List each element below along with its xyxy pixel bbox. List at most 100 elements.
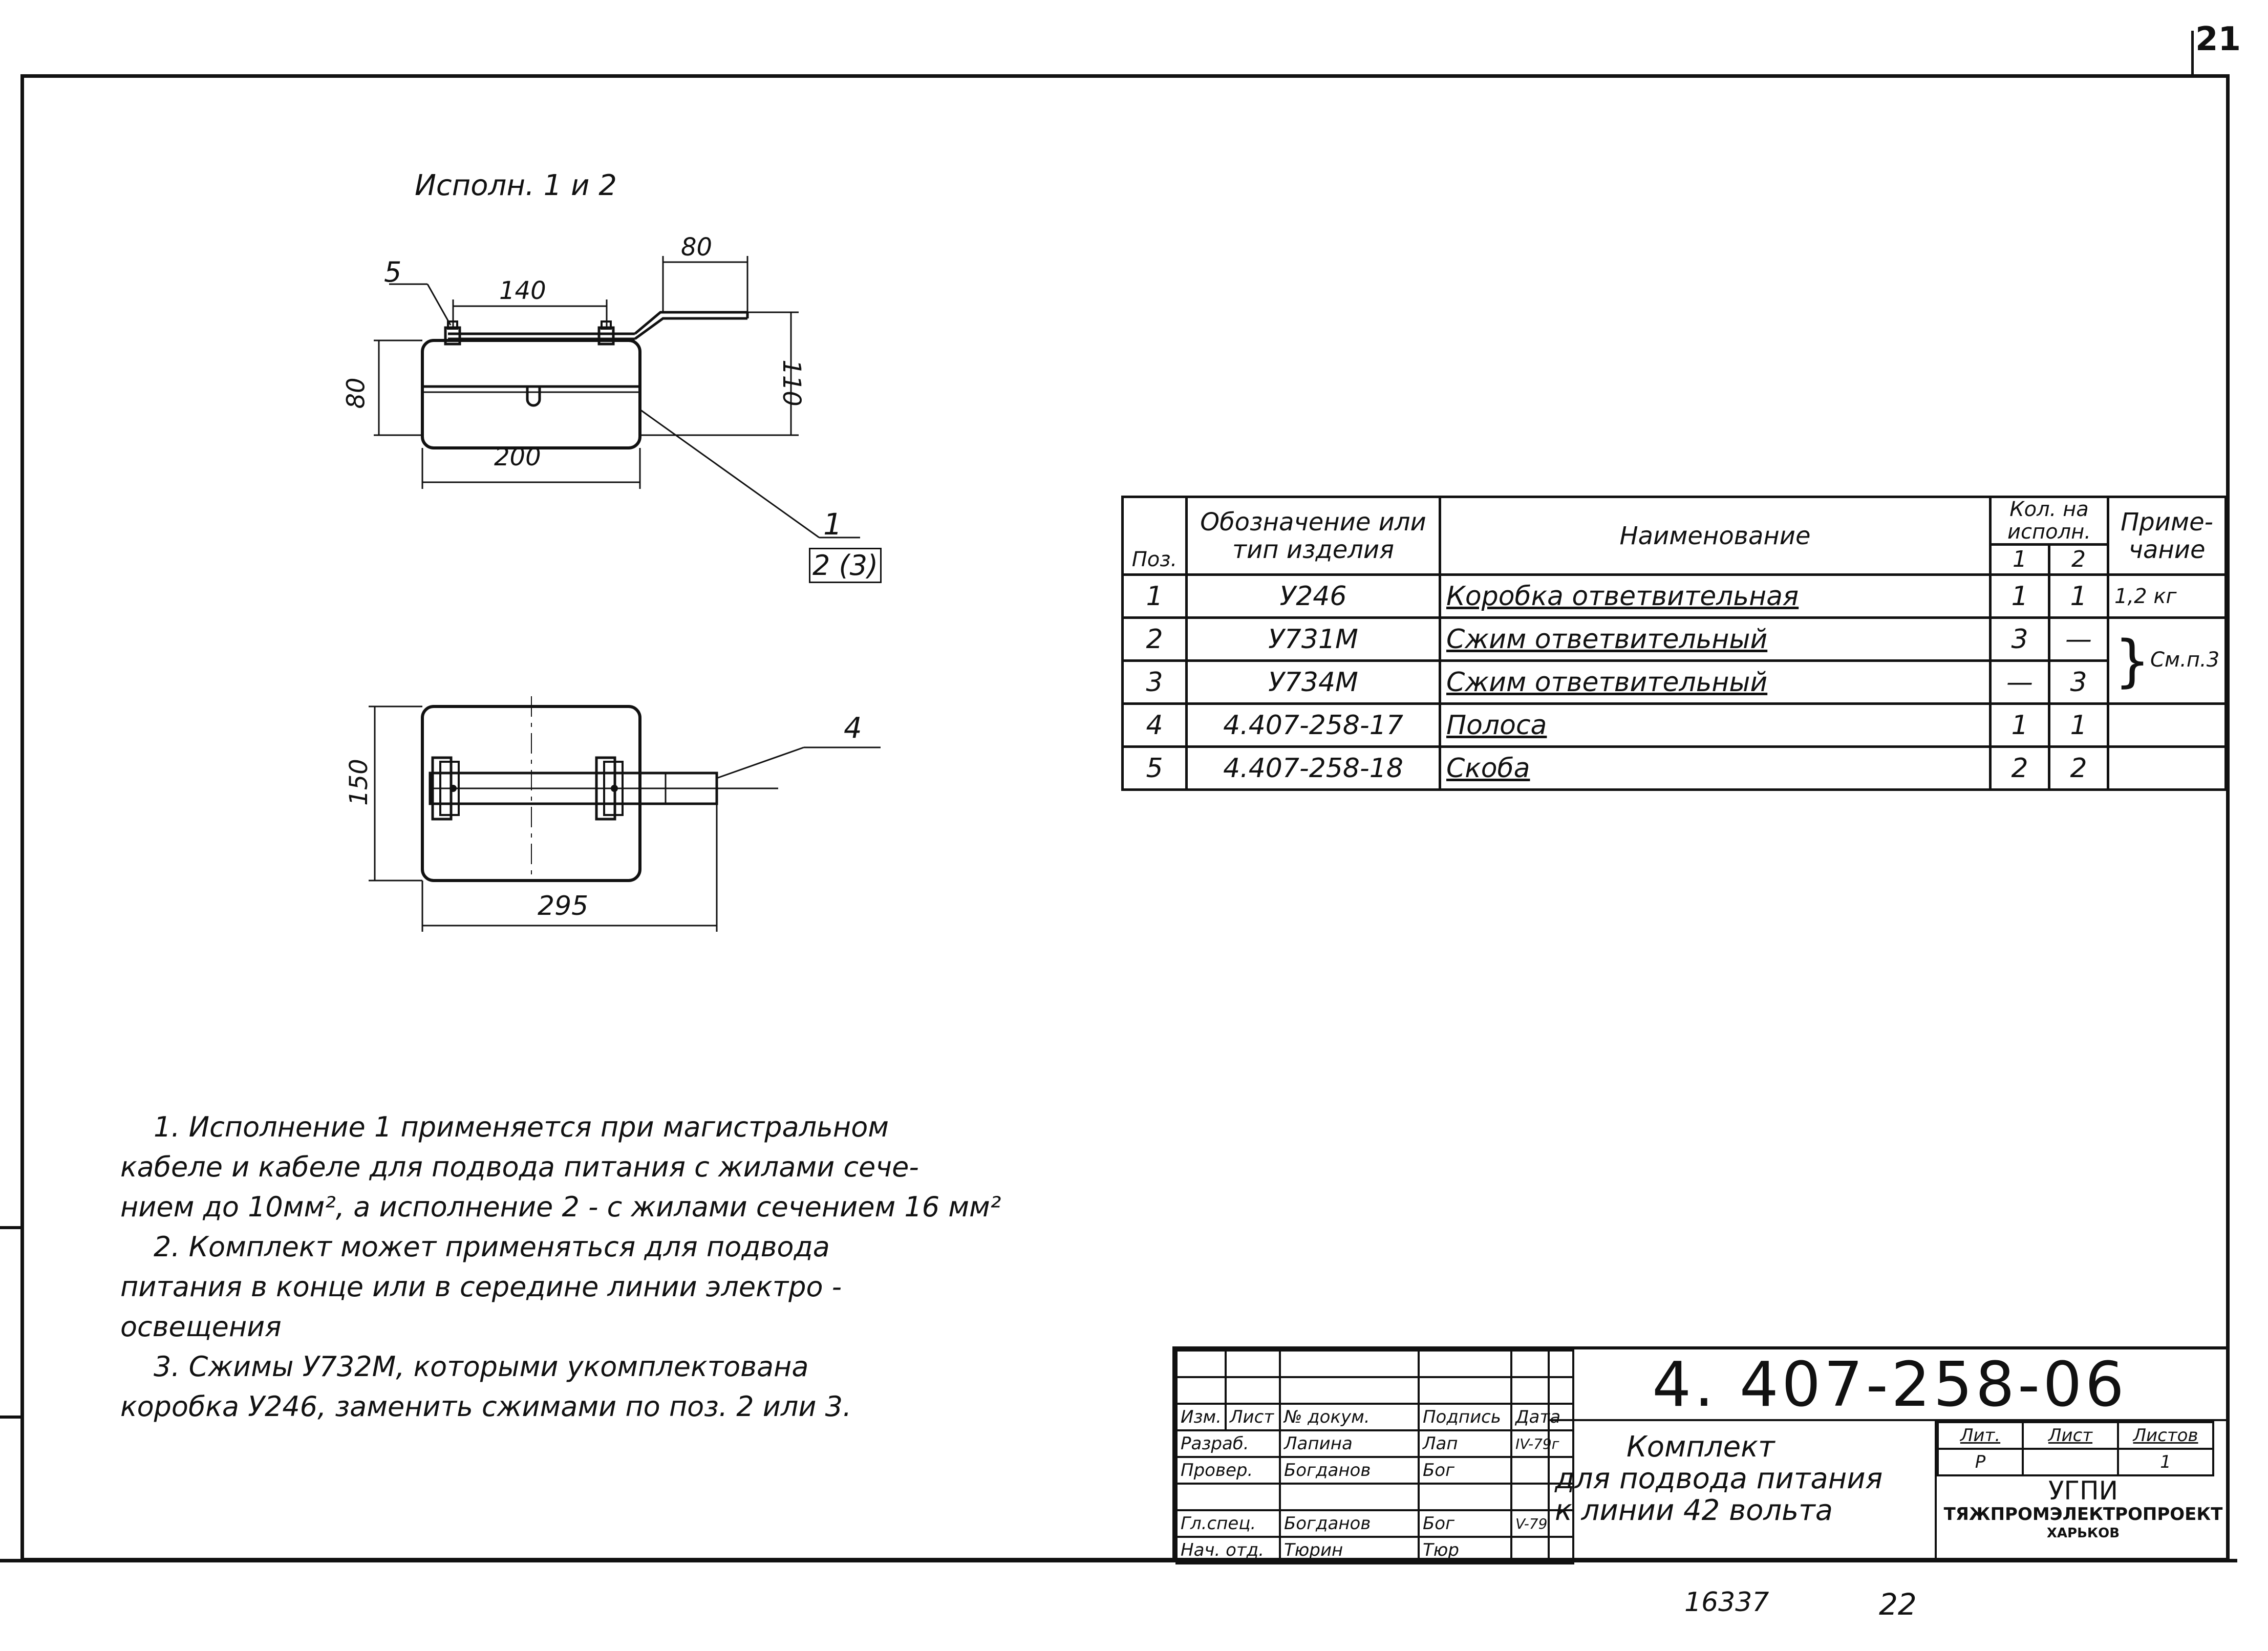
spec-designation: У734М (1185, 659, 1441, 705)
spec-name: Полоса (1439, 702, 1992, 748)
spec-designation: 4.407-258-17 (1185, 702, 1441, 748)
spec-header-qty-1: 1 (1989, 543, 2050, 576)
spec-header-pos: Поз. (1121, 496, 1188, 576)
tb-col-sign: Подпись (1417, 1403, 1512, 1431)
tb-col-doc: № докум. (1278, 1403, 1420, 1431)
dim-140-label: 140 (499, 276, 546, 305)
leader-5 (426, 284, 452, 326)
page-number-bar (2191, 31, 2194, 74)
doc-number: 4. 407-258-06 (1548, 1349, 2230, 1421)
table-row: 4 4.407-258-17 Полоса 1 1 (1121, 702, 2228, 748)
spec-qty-1: — (1989, 659, 2050, 705)
title-block: Изм. Лист № докум. Подпись Дата Разраб. … (1172, 1346, 2230, 1564)
plan-screw (611, 785, 618, 792)
tb-signature: Бог (1417, 1456, 1512, 1485)
spec-header-qty: Кол. на исполн. (1989, 496, 2109, 546)
spec-note: 1,2 кг (2106, 573, 2228, 619)
doc-title-line: Комплект (1627, 1430, 1775, 1464)
callout-4: 4 (844, 712, 862, 745)
spec-header-designation: Обозначение или тип изделия (1185, 496, 1441, 576)
note-line: 3. Сжимы У732М, которыми укомплектована (154, 1350, 809, 1383)
spec-name: Сжим ответвительный (1439, 616, 1992, 662)
dim-110-label: 110 (777, 359, 806, 406)
tb-lit-value: Р (1937, 1448, 2024, 1476)
leader-4 (716, 746, 804, 779)
tb-sheets-label: Листов (2117, 1421, 2214, 1450)
tb-role: Провер. (1175, 1456, 1281, 1485)
tb-signature (1417, 1483, 1512, 1511)
plan-screw (450, 785, 457, 792)
spec-pos: 3 (1121, 659, 1188, 705)
spec-qty-1: 2 (1989, 745, 2050, 791)
doc-title-line: к линии 42 вольта (1555, 1494, 1833, 1527)
note-line: 2. Комплект может применяться для подвод… (154, 1231, 830, 1263)
note-line: 1. Исполнение 1 применяется при магистра… (154, 1111, 889, 1143)
doc-title-line: для подвода питания (1555, 1462, 1883, 1495)
table-row: 1 У246 Коробка ответвительная 1 1 1,2 кг (1121, 573, 2228, 619)
spec-qty-2: 1 (2048, 702, 2109, 748)
table-row: 5 4.407-258-18 Скоба 2 2 (1121, 745, 2228, 791)
margin-tick (0, 1226, 20, 1229)
leader-1 (639, 409, 820, 539)
spec-name: Коробка ответвительная (1439, 573, 1992, 619)
spec-brace-note: }См.п.3 (2106, 616, 2228, 705)
tb-col-date: Дата (1510, 1403, 1574, 1431)
bottom-rule (0, 1559, 2237, 1562)
spec-qty-1: 1 (1989, 573, 2050, 619)
note-line: освещения (120, 1311, 282, 1343)
spec-pos: 4 (1121, 702, 1188, 748)
tb-person: Богданов (1278, 1456, 1420, 1485)
spec-qty-1: 1 (1989, 702, 2050, 748)
sheet-index: 22 (1879, 1587, 1917, 1622)
tb-sheet-label: Лист (2022, 1421, 2119, 1450)
note-line: питания в конце или в середине линии эле… (120, 1271, 842, 1303)
spec-qty-1: 3 (1989, 616, 2050, 662)
table-row: Разраб. Лапина Лап IV-79г (1175, 1429, 1574, 1458)
table-row: 3 У734М Сжим ответвительный — 3 (1121, 659, 2226, 705)
callout-2-3: 2 (3) (809, 548, 882, 583)
table-row: Гл.спец. Богданов Бог V-79 (1175, 1509, 1574, 1538)
page-number: 21 (2195, 20, 2241, 58)
tb-date (1510, 1456, 1574, 1485)
spec-pos: 1 (1121, 573, 1188, 619)
dim-295-label: 295 (538, 891, 589, 921)
note-line: нием до 10мм², а исполнение 2 - с жилами… (120, 1191, 1001, 1223)
note-line: кабеле и кабеле для подвода питания с жи… (120, 1151, 919, 1183)
spec-qty-2: — (2048, 616, 2109, 662)
title-block-sheet-info: Лит. Лист Листов Р 1 (1937, 1421, 2214, 1476)
org-city: ХАРЬКОВ (2046, 1526, 2120, 1541)
spec-table: Поз. Обозначение или тип изделия Наимено… (1121, 496, 2228, 791)
tb-role (1175, 1483, 1281, 1511)
spec-qty-2: 3 (2048, 659, 2109, 705)
spec-note (2106, 745, 2228, 791)
spec-header-qty-2: 2 (2048, 543, 2109, 576)
tb-person: Богданов (1278, 1509, 1420, 1538)
callout-1: 1 (823, 507, 842, 542)
title-block-signatures: Изм. Лист № докум. Подпись Дата Разраб. … (1175, 1349, 1574, 1564)
spec-name: Сжим ответвительный (1439, 659, 1992, 705)
spec-pos: 5 (1121, 745, 1188, 791)
tb-role: Нач. отд. (1175, 1536, 1281, 1564)
table-row: Провер. Богданов Бог (1175, 1456, 1574, 1485)
table-row (1175, 1483, 1574, 1511)
spec-designation: У246 (1185, 573, 1441, 619)
spec-note (2106, 702, 2228, 748)
strip-bend (634, 311, 747, 340)
tb-person (1278, 1483, 1420, 1511)
inventory-number: 16337 (1684, 1587, 1769, 1618)
org-name-full: ТЯЖПРОМЭЛЕКТРОПРОЕКТ (1943, 1504, 2223, 1525)
table-row: 2 У731М Сжим ответвительный 3 — }См.п.3 (1121, 616, 2228, 705)
table-row: Нач. отд. Тюрин Тюр (1175, 1536, 1574, 1564)
tb-person: Лапина (1278, 1429, 1420, 1458)
tb-signature: Тюр (1417, 1536, 1512, 1564)
box-outline (421, 339, 641, 449)
variant-label: Исполн. 1 и 2 (415, 169, 617, 202)
spec-designation: 4.407-258-18 (1185, 745, 1441, 791)
spec-header-note: Приме-чание (2106, 496, 2228, 576)
tb-date (1510, 1536, 1574, 1564)
doc-title: Комплект для подвода питания к линии 42 … (1548, 1421, 1937, 1558)
spec-designation: У731М (1185, 616, 1441, 662)
spec-brace-note-text: См.п.3 (2150, 648, 2220, 672)
spec-qty-2: 1 (2048, 573, 2109, 619)
tb-signature: Лап (1417, 1429, 1512, 1458)
